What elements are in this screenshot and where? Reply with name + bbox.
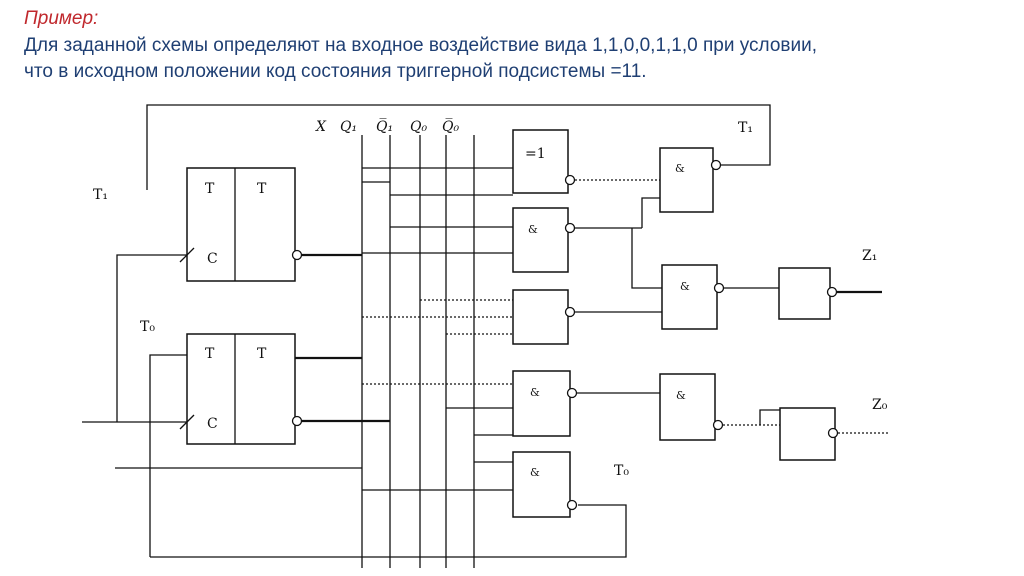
gate-and-t1: & <box>659 147 722 213</box>
gate-and-c: & <box>512 370 578 437</box>
t1-c-input-label: C <box>207 251 218 267</box>
bus-label-x: X <box>315 119 327 135</box>
xor-gate-symbol: =1 <box>525 146 546 162</box>
description-line-1: Для заданной схемы определяют на входное… <box>24 35 817 56</box>
and-t1-symbol: & <box>675 162 685 175</box>
t0-output-label: T <box>257 346 267 362</box>
bus-label-q0: Q₀ <box>410 119 427 135</box>
t0-c-input-label: C <box>207 416 218 432</box>
t0-feedback-wire <box>150 504 627 558</box>
bus-label-q1: Q₁ <box>340 119 357 135</box>
description-line-2: что в исходном положении код состояния т… <box>24 61 647 82</box>
trigger-t0: T T C <box>179 333 303 445</box>
z0-output-label: Z₀ <box>872 397 888 413</box>
clock-wire-t1 <box>116 254 187 422</box>
task-description: Для заданной схемы определяют на входное… <box>24 33 1014 85</box>
t0-label: T₀ <box>140 319 155 335</box>
inverter-z1 <box>778 267 838 320</box>
t1-output-label: T <box>257 181 267 197</box>
t1-label: T₁ <box>93 187 108 203</box>
bus-label-q1-inverted: Q̅₁ <box>376 116 393 135</box>
inverter-z0 <box>779 407 839 461</box>
gate-and-z1: & <box>661 264 725 330</box>
gate-xor: =1 <box>512 129 576 194</box>
gate-and-d: & <box>512 451 578 518</box>
t0-feedback-label: T₀ <box>614 463 629 479</box>
and-a-symbol: & <box>528 223 538 236</box>
signal-bus <box>361 135 475 568</box>
t1-t-input-label: T <box>205 181 215 197</box>
t0-t-input-label: T <box>205 346 215 362</box>
and-d-symbol: & <box>530 466 540 479</box>
t1-feedback-label: T₁ <box>738 120 753 136</box>
and-z1-symbol: & <box>680 280 690 293</box>
gate-and-b <box>512 289 576 345</box>
gate-and-z0: & <box>659 373 724 441</box>
and-z0-symbol: & <box>676 389 686 402</box>
gate-and-a: & <box>512 207 576 273</box>
t1-feedback-wire <box>146 104 771 190</box>
z1-output-label: Z₁ <box>862 248 877 264</box>
bus-label-q0-inverted: Q̅₀ <box>442 116 459 135</box>
example-heading: Пример: <box>24 8 99 29</box>
trigger-t1: T T C <box>179 167 303 282</box>
and-c-symbol: & <box>530 386 540 399</box>
t0-input-wire <box>149 354 187 557</box>
